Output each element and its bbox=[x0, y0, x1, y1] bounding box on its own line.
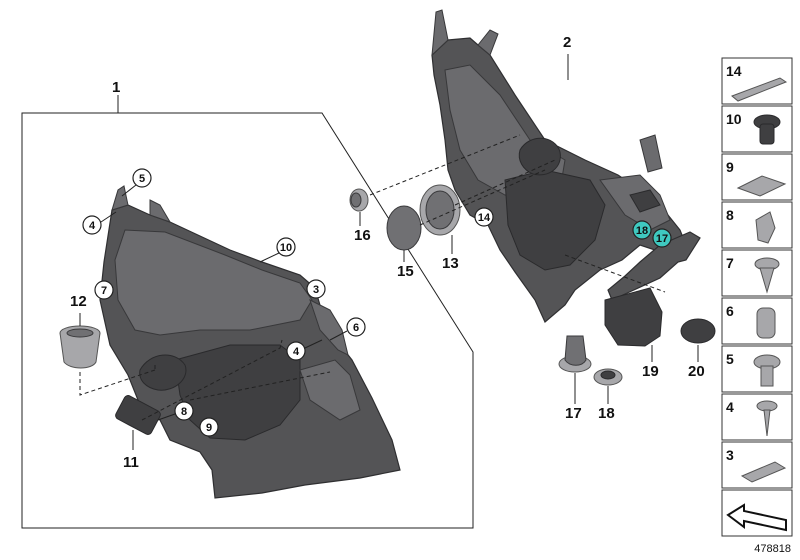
callout-1: 1 bbox=[112, 79, 120, 96]
svg-text:8: 8 bbox=[181, 406, 187, 418]
part-12-cup bbox=[59, 325, 101, 369]
circle-callout-18-highlight: 18 bbox=[632, 220, 652, 240]
assembly-1-frame bbox=[21, 112, 474, 529]
callout-2: 2 bbox=[563, 34, 571, 51]
svg-text:19: 19 bbox=[642, 363, 659, 380]
circle-callout-10: 10 bbox=[276, 237, 296, 257]
callout-4-leader bbox=[100, 211, 117, 223]
svg-text:14: 14 bbox=[726, 63, 742, 79]
callout-12: 12 bbox=[70, 293, 87, 310]
svg-text:17: 17 bbox=[656, 233, 668, 245]
svg-text:478818: 478818 bbox=[754, 543, 791, 555]
sidebar-direction-arrow bbox=[721, 489, 793, 537]
callout-6-leader bbox=[329, 330, 348, 341]
svg-text:1: 1 bbox=[112, 79, 120, 96]
svg-text:5: 5 bbox=[139, 173, 145, 185]
svg-text:18: 18 bbox=[636, 225, 648, 237]
svg-text:10: 10 bbox=[280, 242, 292, 254]
dash-12 bbox=[79, 369, 156, 396]
callout-10-leader bbox=[259, 252, 280, 263]
callout-19: 19 bbox=[642, 363, 659, 380]
part-18-grommet bbox=[593, 368, 623, 386]
sidebar-item-14: 14 bbox=[721, 57, 793, 105]
svg-text:18: 18 bbox=[598, 405, 615, 422]
svg-text:10: 10 bbox=[726, 111, 742, 127]
circle-callout-4b: 4 bbox=[286, 341, 306, 361]
circle-callout-17-highlight: 17 bbox=[652, 228, 672, 248]
svg-text:5: 5 bbox=[726, 351, 734, 367]
callout-16: 16 bbox=[354, 227, 371, 244]
sidebar-item-9: 9 bbox=[721, 153, 793, 201]
svg-text:3: 3 bbox=[726, 447, 734, 463]
sidebar-item-8: 8 bbox=[721, 201, 793, 249]
dash-13 bbox=[454, 159, 556, 206]
dash-19 bbox=[564, 254, 666, 293]
callout-4b-leader bbox=[304, 339, 323, 349]
svg-text:13: 13 bbox=[442, 255, 459, 272]
circle-callout-9: 9 bbox=[199, 417, 219, 437]
sidebar-item-5: 5 bbox=[721, 345, 793, 393]
svg-text:20: 20 bbox=[688, 363, 705, 380]
svg-text:2: 2 bbox=[563, 34, 571, 51]
circle-callout-14: 14 bbox=[474, 207, 494, 227]
sidebar-parts-list: 14 10 9 8 7 6 bbox=[721, 57, 793, 537]
svg-text:9: 9 bbox=[726, 159, 734, 175]
svg-text:8: 8 bbox=[726, 207, 734, 223]
svg-text:3: 3 bbox=[313, 284, 319, 296]
sidebar-item-10: 10 bbox=[721, 105, 793, 153]
callout-11: 11 bbox=[123, 454, 139, 471]
svg-text:16: 16 bbox=[354, 227, 371, 244]
svg-text:6: 6 bbox=[353, 322, 359, 334]
svg-text:14: 14 bbox=[478, 212, 491, 224]
part-11-plate bbox=[115, 395, 161, 435]
right-trim-panel bbox=[431, 9, 689, 323]
part-19-bracket bbox=[604, 231, 701, 347]
callout-8-leader bbox=[157, 413, 176, 421]
left-trim-panel bbox=[99, 185, 401, 499]
svg-text:17: 17 bbox=[565, 405, 582, 422]
svg-text:7: 7 bbox=[726, 255, 734, 271]
svg-text:11: 11 bbox=[123, 454, 139, 471]
callout-15: 15 bbox=[397, 263, 414, 280]
circle-callout-4: 4 bbox=[82, 215, 102, 235]
dash-8 bbox=[141, 339, 283, 421]
callout-5-leader bbox=[121, 184, 137, 197]
svg-text:7: 7 bbox=[101, 285, 107, 297]
part-20-disc bbox=[680, 318, 716, 344]
callout-17: 17 bbox=[565, 405, 582, 422]
callout-13: 13 bbox=[442, 255, 459, 272]
diagram-reference-number: 478818 bbox=[754, 543, 791, 555]
part-17-cup bbox=[558, 335, 592, 373]
callout-20: 20 bbox=[688, 363, 705, 380]
dash-16 bbox=[369, 134, 521, 196]
circle-callout-6: 6 bbox=[346, 317, 366, 337]
callout-18: 18 bbox=[598, 405, 615, 422]
sidebar-item-7: 7 bbox=[721, 249, 793, 297]
circle-callout-8: 8 bbox=[174, 401, 194, 421]
sidebar-item-4: 4 bbox=[721, 393, 793, 441]
circle-callout-7: 7 bbox=[94, 280, 114, 300]
dash-15 bbox=[419, 169, 546, 226]
svg-text:6: 6 bbox=[726, 303, 734, 319]
svg-text:9: 9 bbox=[206, 422, 212, 434]
svg-text:4: 4 bbox=[726, 399, 734, 415]
svg-text:4: 4 bbox=[293, 346, 300, 358]
part-16-plug bbox=[349, 188, 369, 212]
circle-callout-3: 3 bbox=[306, 279, 326, 299]
circle-callout-5: 5 bbox=[132, 168, 152, 188]
svg-text:15: 15 bbox=[397, 263, 414, 280]
part-15-ring bbox=[386, 205, 422, 251]
sidebar-item-3: 3 bbox=[721, 441, 793, 489]
svg-text:12: 12 bbox=[70, 293, 87, 310]
dash-4b bbox=[189, 371, 331, 401]
svg-text:4: 4 bbox=[89, 220, 96, 232]
sidebar-item-6: 6 bbox=[721, 297, 793, 345]
